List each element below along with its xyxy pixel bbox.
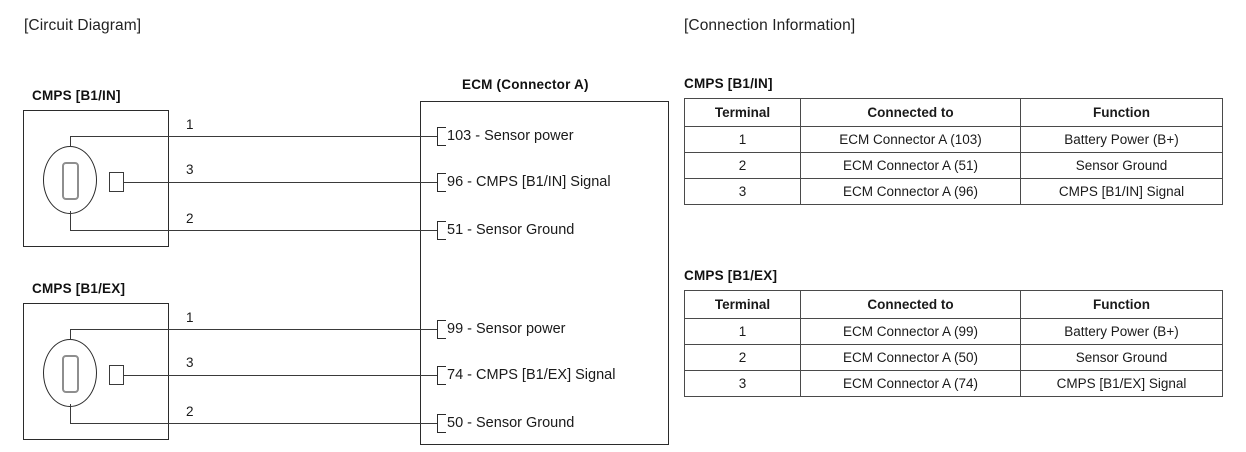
- cell-connected: ECM Connector A (50): [800, 344, 1021, 371]
- table-row: 3 ECM Connector A (96) CMPS [B1/IN] Sign…: [684, 178, 1223, 205]
- pin-bracket-icon: [437, 126, 446, 146]
- cell-function: CMPS [B1/IN] Signal: [1020, 178, 1223, 205]
- ecm-pin-text: 51 - Sensor Ground: [447, 221, 575, 238]
- connection-information-title: [Connection Information]: [684, 17, 856, 34]
- terminal-number-b1ex-2: 2: [186, 404, 194, 419]
- cell-connected: ECM Connector A (96): [800, 178, 1021, 205]
- cell-connected: ECM Connector A (103): [800, 126, 1021, 153]
- sensor-terminal-square-cmps-b1-in: [109, 172, 124, 192]
- pin-bracket-icon: [437, 365, 446, 385]
- column-header-connected: Connected to: [800, 290, 1021, 319]
- column-header-function: Function: [1020, 98, 1223, 127]
- ecm-pin-text: 50 - Sensor Ground: [447, 414, 575, 431]
- terminal-number-b1ex-1: 1: [186, 310, 194, 325]
- sensor-ellipse-icon: [43, 146, 97, 214]
- terminal-number-b1in-2: 2: [186, 211, 194, 226]
- pin-bracket-icon: [437, 413, 446, 433]
- table-header-row: Terminal Connected to Function: [684, 98, 1223, 127]
- wire-vertical-b1ex-t1: [70, 329, 71, 340]
- sensor-ellipse-icon: [43, 339, 97, 407]
- wire-horizontal-b1in-t2: [70, 230, 437, 231]
- cell-terminal: 2: [684, 344, 801, 371]
- table-row: 1 ECM Connector A (103) Battery Power (B…: [684, 126, 1223, 153]
- terminal-number-b1in-1: 1: [186, 117, 194, 132]
- cell-connected: ECM Connector A (99): [800, 318, 1021, 345]
- sensor-inner-rect-icon: [62, 355, 79, 393]
- column-header-function: Function: [1020, 290, 1223, 319]
- terminal-number-b1in-3: 3: [186, 162, 194, 177]
- column-header-connected: Connected to: [800, 98, 1021, 127]
- cell-function: Sensor Ground: [1020, 152, 1223, 179]
- circuit-diagram-title: [Circuit Diagram]: [24, 17, 142, 34]
- sensor-box-cmps-b1-ex: [23, 303, 169, 440]
- ecm-pin-96: 96 - CMPS [B1/IN] Signal: [437, 172, 611, 192]
- cell-function: Sensor Ground: [1020, 344, 1223, 371]
- cell-terminal: 1: [684, 318, 801, 345]
- wire-vertical-b1in-t2: [70, 211, 71, 230]
- table-header-row: Terminal Connected to Function: [684, 290, 1223, 319]
- sensor-label-cmps-b1-in: CMPS [B1/IN]: [32, 88, 121, 103]
- cell-terminal: 3: [684, 370, 801, 397]
- wire-horizontal-b1ex-t3: [124, 375, 437, 376]
- cell-function: Battery Power (B+): [1020, 318, 1223, 345]
- cell-function: Battery Power (B+): [1020, 126, 1223, 153]
- wire-horizontal-b1ex-t1: [70, 329, 437, 330]
- wire-vertical-b1in-t1: [70, 136, 71, 147]
- conn-table-label-cmps-b1-ex: CMPS [B1/EX]: [684, 268, 778, 283]
- circuit-diagram-panel: ECM (Connector A) CMPS [B1/IN] 1 3 2 103…: [23, 77, 669, 445]
- terminal-number-b1ex-3: 3: [186, 355, 194, 370]
- cell-function: CMPS [B1/EX] Signal: [1020, 370, 1223, 397]
- ecm-pin-text: 99 - Sensor power: [447, 320, 566, 337]
- sensor-inner-rect-icon: [62, 162, 79, 200]
- wire-horizontal-b1ex-t2: [70, 423, 437, 424]
- ecm-pin-text: 74 - CMPS [B1/EX] Signal: [447, 366, 616, 383]
- cell-connected: ECM Connector A (51): [800, 152, 1021, 179]
- wire-horizontal-b1in-t1: [70, 136, 437, 137]
- sensor-terminal-square-cmps-b1-ex: [109, 365, 124, 385]
- cell-terminal: 1: [684, 126, 801, 153]
- sensor-label-cmps-b1-ex: CMPS [B1/EX]: [32, 281, 126, 296]
- connection-table-cmps-b1-in: Terminal Connected to Function 1 ECM Con…: [684, 98, 1223, 205]
- connection-table-cmps-b1-ex: Terminal Connected to Function 1 ECM Con…: [684, 290, 1223, 397]
- ecm-pin-74: 74 - CMPS [B1/EX] Signal: [437, 365, 615, 385]
- table-row: 1 ECM Connector A (99) Battery Power (B+…: [684, 318, 1223, 345]
- connection-information-panel: CMPS [B1/IN] Terminal Connected to Funct…: [684, 0, 1246, 452]
- ecm-connector-label: ECM (Connector A): [462, 77, 589, 92]
- table-row: 2 ECM Connector A (51) Sensor Ground: [684, 152, 1223, 179]
- ecm-pin-103: 103 - Sensor power: [437, 126, 574, 146]
- cell-terminal: 2: [684, 152, 801, 179]
- ecm-pin-51: 51 - Sensor Ground: [437, 220, 574, 240]
- sensor-box-cmps-b1-in: [23, 110, 169, 247]
- wire-vertical-b1ex-t2: [70, 404, 71, 423]
- ecm-connector-box: [420, 101, 669, 445]
- wire-horizontal-b1in-t3: [124, 182, 437, 183]
- ecm-pin-50: 50 - Sensor Ground: [437, 413, 574, 433]
- table-row: 2 ECM Connector A (50) Sensor Ground: [684, 344, 1223, 371]
- ecm-pin-text: 103 - Sensor power: [447, 127, 574, 144]
- column-header-terminal: Terminal: [684, 290, 801, 319]
- cell-terminal: 3: [684, 178, 801, 205]
- ecm-pin-text: 96 - CMPS [B1/IN] Signal: [447, 173, 611, 190]
- conn-table-label-cmps-b1-in: CMPS [B1/IN]: [684, 76, 773, 91]
- ecm-pin-99: 99 - Sensor power: [437, 319, 565, 339]
- cell-connected: ECM Connector A (74): [800, 370, 1021, 397]
- pin-bracket-icon: [437, 172, 446, 192]
- pin-bracket-icon: [437, 220, 446, 240]
- column-header-terminal: Terminal: [684, 98, 801, 127]
- pin-bracket-icon: [437, 319, 446, 339]
- table-row: 3 ECM Connector A (74) CMPS [B1/EX] Sign…: [684, 370, 1223, 397]
